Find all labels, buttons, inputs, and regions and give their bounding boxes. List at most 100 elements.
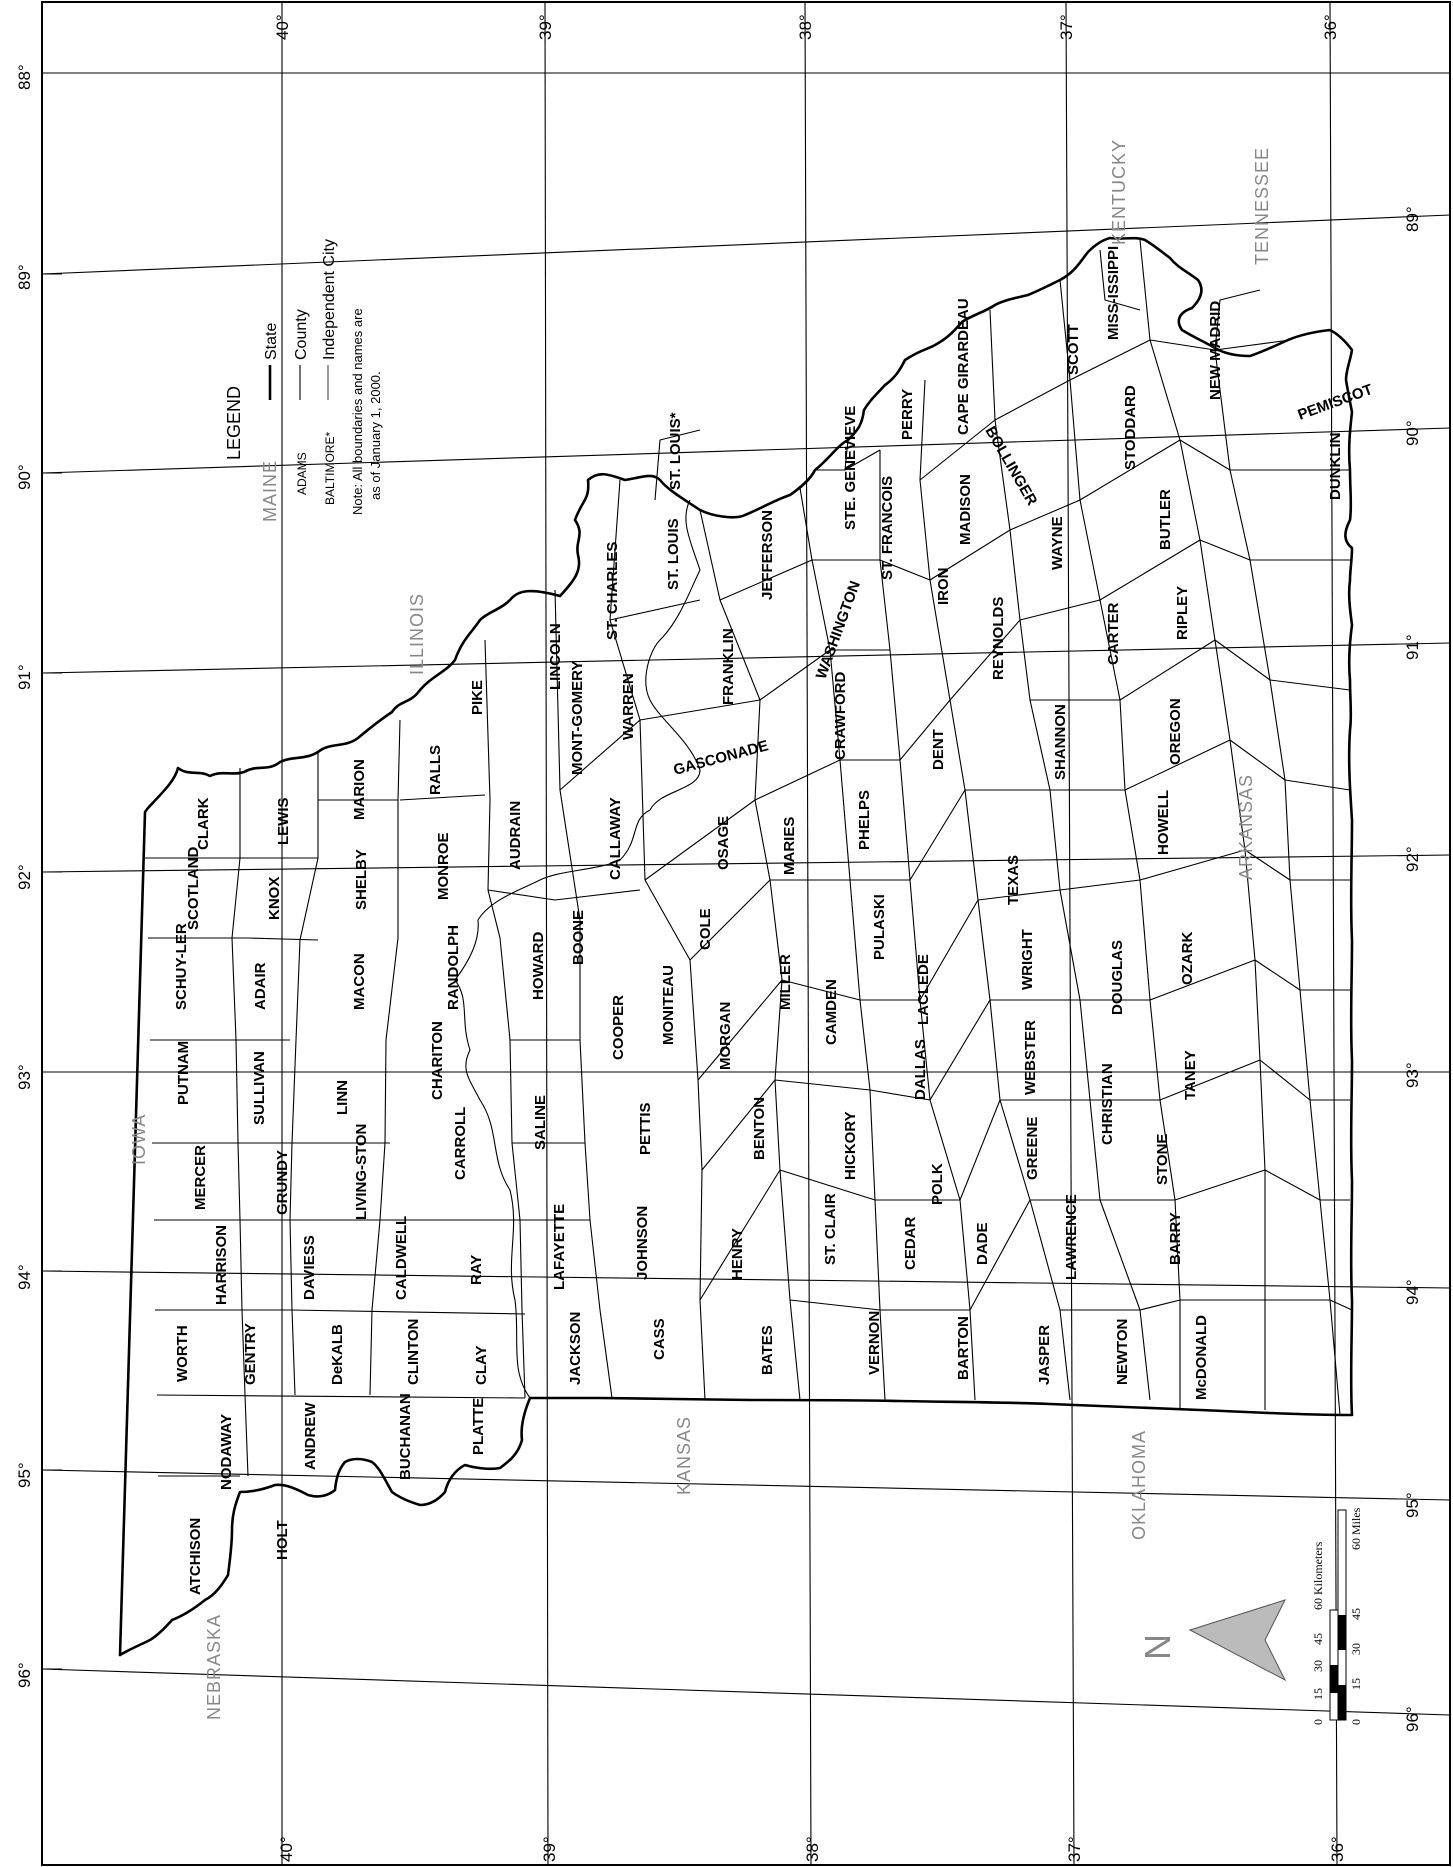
coord-label: 38°	[803, 1836, 822, 1862]
county-label: GENTRY	[242, 1323, 259, 1385]
county-label: LINCOLN	[547, 623, 564, 690]
left-longitude-labels: 88° 89° 90° 91° 92° 93° 94° 95° 96°	[15, 64, 34, 1688]
county-label: DAVIESS	[301, 1235, 318, 1300]
county-label: MARION	[351, 759, 368, 820]
legend-title: LEGEND	[224, 386, 244, 460]
scale-km-tick: 15	[1311, 1688, 1325, 1700]
county-label: OREGON	[1167, 698, 1184, 765]
county-label: MILLER	[777, 954, 794, 1010]
scale-km-label: 60 Kilometers	[1311, 1541, 1325, 1610]
north-arrow: N	[1137, 1599, 1287, 1682]
county-label: MONT-GOMERY	[569, 661, 586, 775]
county-label: BUTLER	[1157, 489, 1174, 550]
county-label: LINN	[334, 1080, 351, 1115]
county-boundaries	[145, 239, 1353, 1477]
county-label: HICKORY	[842, 1111, 859, 1180]
county-label: BARRY	[1167, 1212, 1184, 1265]
county-label: WRIGHT	[1019, 929, 1036, 990]
county-label: MACON	[351, 953, 368, 1010]
county-label: GASCONADE	[672, 737, 771, 779]
county-label: CRAWFORD	[832, 672, 849, 760]
county-label: COOPER	[610, 995, 627, 1060]
county-label: OZARK	[1179, 932, 1196, 985]
county-label: PUTNAM	[175, 1041, 192, 1105]
county-label: PULASKI	[871, 894, 888, 960]
neighbor-state-labels: KENTUCKY TENNESSEE ILLINOIS MAINE IOWA A…	[129, 139, 1272, 1720]
scale-mi-tick: 30	[1349, 1643, 1363, 1655]
county-label: DENT	[930, 729, 947, 770]
county-label: PEMISCOT	[1296, 381, 1375, 424]
county-label: MARIES	[781, 817, 798, 875]
county-label: JEFFERSON	[759, 510, 776, 600]
county-label: PETTIS	[637, 1102, 654, 1155]
county-labels: CLARK LEWIS MARION RALLS PIKE LINCOLN ST…	[173, 246, 1375, 1595]
coord-label: 37°	[1065, 1836, 1084, 1862]
county-label: COLE	[697, 908, 714, 950]
county-label: TANEY	[1182, 1050, 1199, 1100]
coord-label: 92°	[1403, 846, 1422, 872]
county-label: HOWELL	[1155, 790, 1172, 855]
county-label: LACLEDE	[915, 954, 932, 1025]
scale-km-tick: 45	[1311, 1633, 1325, 1645]
county-label: HENRY	[729, 1228, 746, 1280]
county-label: PIKE	[469, 680, 486, 715]
coord-label: 94°	[1403, 1279, 1422, 1305]
county-label: LAFAYETTE	[551, 1204, 568, 1290]
county-label: STE. GENEVIEVE	[842, 406, 859, 530]
county-label: SHANNON	[1052, 704, 1069, 780]
longitude-grid	[41, 72, 1451, 1716]
county-label: SCOTLAND	[185, 847, 202, 930]
coord-label: 39°	[540, 1836, 559, 1862]
county-label: JOHNSON	[634, 1206, 651, 1280]
county-label: LAWRENCE	[1063, 1194, 1080, 1280]
county-label: REYNOLDS	[990, 597, 1007, 680]
legend-note-line1: Note: All boundaries and names are	[350, 308, 365, 515]
county-label: BUCHANAN	[397, 1393, 414, 1480]
state-label-tennessee: TENNESSEE	[1252, 147, 1272, 265]
county-label: WEBSTER	[1022, 1020, 1039, 1095]
state-label-maine: MAINE	[260, 460, 280, 522]
legend-note-line2: as of January 1, 2000.	[368, 371, 383, 500]
county-label: GRUNDY	[274, 1150, 291, 1215]
legend-city-example: BALTIMORE*	[323, 432, 337, 505]
county-label: PHELPS	[856, 790, 873, 850]
county-label: HOLT	[274, 1520, 291, 1560]
county-label: HARRISON	[213, 1225, 230, 1305]
state-label-kentucky: KENTUCKY	[1109, 139, 1129, 245]
county-label: ANDREW	[302, 1402, 319, 1470]
legend-county-label: County	[293, 309, 310, 360]
county-label: BARTON	[955, 1316, 972, 1380]
county-label: ST. FRANCOIS	[879, 476, 896, 580]
county-label: DeKALB	[329, 1324, 346, 1385]
county-label: MORGAN	[717, 1002, 734, 1070]
county-label: PERRY	[899, 389, 916, 440]
county-label: ST. CLAIR	[822, 1193, 839, 1265]
legend-state-label: State	[263, 323, 280, 360]
county-label: MONROE	[435, 833, 452, 901]
coord-label: 37°	[1057, 14, 1076, 40]
coord-label: 89°	[1403, 206, 1422, 232]
county-label: CASS	[651, 1318, 668, 1360]
scale-mi-tick: 0	[1349, 1719, 1363, 1725]
county-label: RANDOLPH	[445, 925, 462, 1010]
county-label: KNOX	[266, 877, 283, 920]
state-label-illinois: ILLINOIS	[407, 593, 427, 675]
state-boundary	[118, 236, 1354, 1657]
scale-mi-tick: 15	[1349, 1678, 1363, 1690]
county-label: DOUGLAS	[1109, 940, 1126, 1015]
county-label: SHELBY	[353, 849, 370, 910]
county-label: SCHUY-LER	[173, 923, 190, 1010]
county-label: STODDARD	[1122, 385, 1139, 470]
county-label: RIPLEY	[1174, 586, 1191, 640]
county-label: SCOTT	[1065, 324, 1082, 375]
coord-label: 89°	[15, 264, 34, 290]
county-label: MISS-ISSIPPI	[1105, 246, 1122, 340]
county-label: BATES	[759, 1325, 776, 1375]
county-label: TEXAS	[1005, 855, 1022, 905]
map-frame	[41, 1, 1451, 1866]
coord-label: 96°	[15, 1662, 34, 1688]
county-label: CAMDEN	[823, 979, 840, 1045]
county-label: LEWIS	[275, 798, 292, 846]
county-label: DUNKLIN	[1327, 433, 1344, 501]
county-label: NEWTON	[1114, 1319, 1131, 1385]
